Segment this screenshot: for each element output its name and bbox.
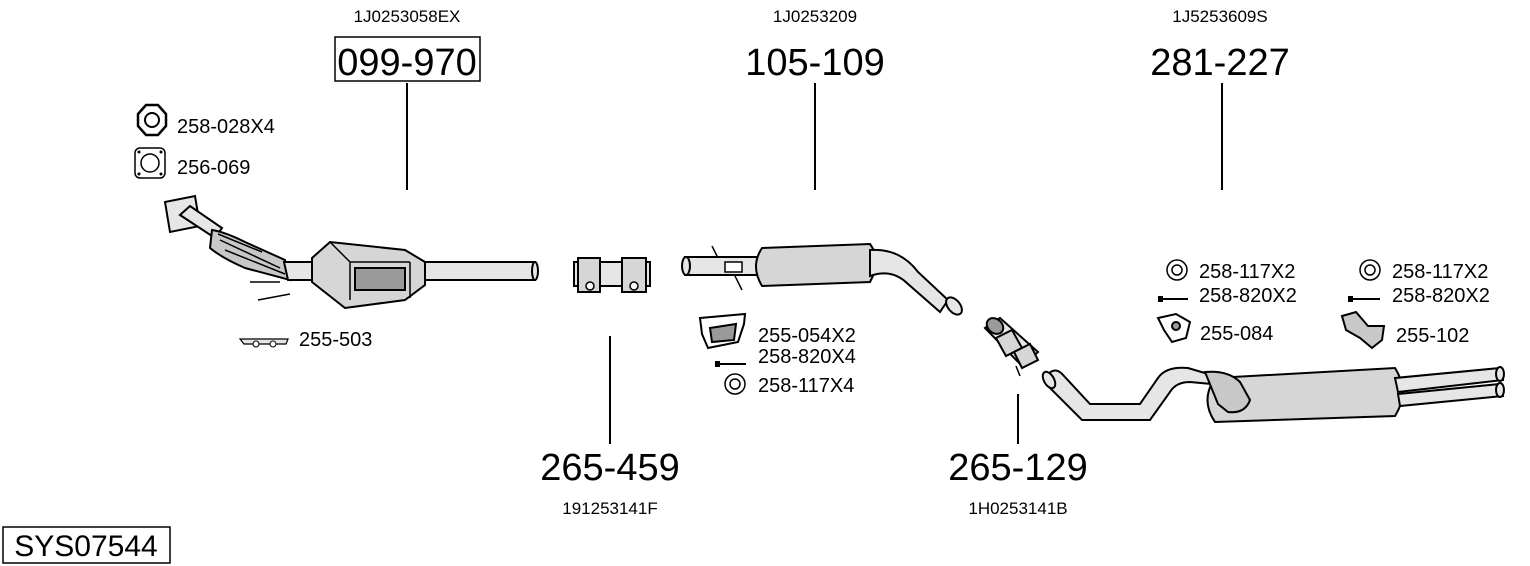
rubber-hanger-icon: [698, 312, 747, 350]
clamp-icon: [573, 257, 651, 293]
part-label-rear-ring-1[interactable]: 258-117X2: [1199, 261, 1295, 283]
oem-number-rear-silencer: 1J5253609S: [1172, 7, 1267, 26]
gasket-icon: [134, 147, 166, 179]
system-code-box: [2, 526, 171, 564]
rear-silencer-assembly: [1041, 366, 1505, 424]
nut-icon: [136, 103, 168, 137]
part-label-front-mount[interactable]: 255-503: [299, 329, 372, 351]
oem-number-clamp-2: 1H0253141B: [968, 499, 1067, 518]
oem-number-catalyst: 1J0253058EX: [354, 7, 461, 26]
part-label-mid-bolt[interactable]: 258-820X4: [758, 346, 856, 368]
oem-number-clamp-1: 191253141F: [562, 499, 657, 518]
part-label-rear-hanger-1[interactable]: 255-084: [1200, 323, 1273, 345]
part-label-nut[interactable]: 258-028X4: [177, 116, 275, 138]
part-label-rear-bracket-2[interactable]: 255-102: [1396, 325, 1469, 347]
middle-silencer-assembly: [681, 242, 963, 316]
rubber-ring-icon: [1359, 259, 1381, 281]
part-code-middle-silencer[interactable]: 105-109: [745, 42, 884, 84]
clamp-icon: [983, 316, 1040, 377]
part-code-catalyst[interactable]: 099-970: [337, 42, 476, 84]
part-label-rear-bolt-2[interactable]: 258-820X2: [1392, 285, 1490, 307]
rubber-ring-icon: [724, 373, 746, 395]
part-label-rear-ring-2[interactable]: 258-117X2: [1392, 261, 1488, 283]
bolt-icon: [715, 361, 746, 367]
part-label-gasket[interactable]: 256-069: [177, 157, 250, 179]
part-label-mid-hanger[interactable]: 255-054X2: [758, 325, 856, 347]
system-code: SYS07544: [14, 530, 157, 563]
part-code-rear-silencer[interactable]: 281-227: [1150, 42, 1289, 84]
rubber-hanger-icon: [238, 338, 289, 348]
oem-number-middle-silencer: 1J0253209: [773, 7, 857, 26]
catalyst-assembly: [163, 194, 539, 310]
rubber-hanger-icon: [1156, 312, 1192, 344]
rubber-ring-icon: [1166, 259, 1188, 281]
bolt-icon: [1348, 296, 1380, 302]
bolt-icon: [1158, 296, 1188, 302]
part-label-rear-bolt-1[interactable]: 258-820X2: [1199, 285, 1297, 307]
part-code-box: [334, 36, 481, 82]
part-code-clamp-2[interactable]: 265-129: [948, 447, 1087, 489]
part-code-clamp-1[interactable]: 265-459: [540, 447, 679, 489]
bracket-icon: [1340, 310, 1386, 350]
part-label-mid-ring[interactable]: 258-117X4: [758, 375, 854, 397]
